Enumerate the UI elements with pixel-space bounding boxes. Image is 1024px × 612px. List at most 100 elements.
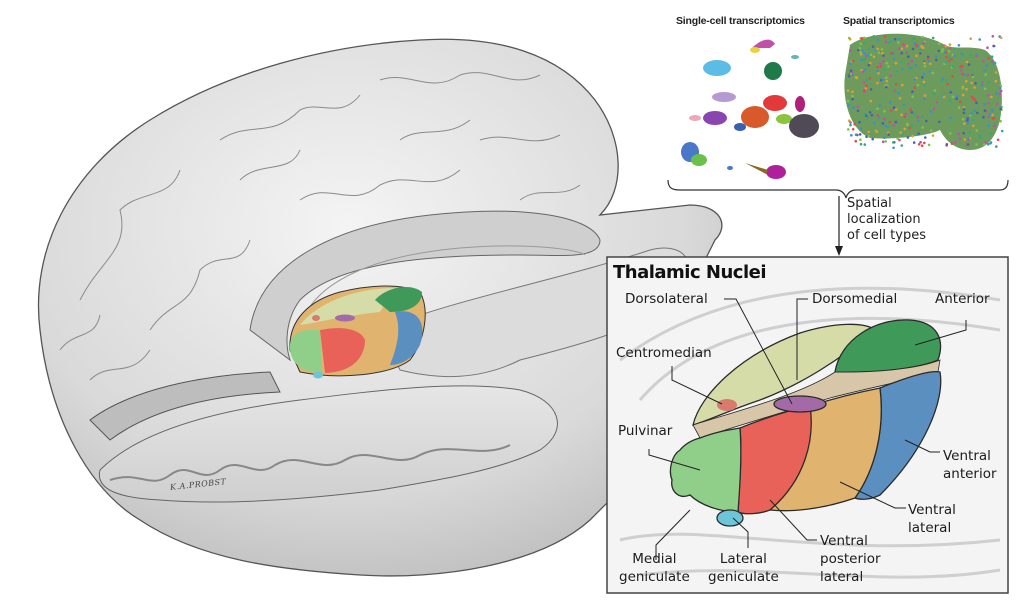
spatial-cell-dot (847, 75, 851, 78)
spatial-cell-dot (863, 57, 867, 61)
spatial-cell-dot (944, 51, 948, 54)
spatial-cell-dot (924, 136, 927, 139)
spatial-cell-dot (974, 82, 977, 85)
thalamus-large (669, 319, 942, 527)
spatial-cell-dot (885, 79, 889, 83)
spatial-cell-dot (921, 46, 925, 49)
bracket (667, 179, 1009, 199)
spatial-cell-dot (949, 116, 952, 120)
spatial-cell-dot (895, 69, 899, 73)
spatial-cell-dot (857, 48, 860, 52)
spatial-cell-dot (851, 94, 854, 98)
spatial-cell-dot (847, 104, 850, 107)
spatial-cell-dot (879, 62, 882, 65)
spatial-cell-dot (889, 74, 893, 77)
spatial-cell-dot (890, 39, 893, 43)
spatial-cell-dot (892, 124, 896, 127)
spatial-cell-dot (946, 82, 949, 86)
label-line: Ventral (908, 502, 956, 518)
spatial-cell-dot (855, 76, 859, 80)
spatial-cell-dot (990, 55, 994, 58)
spatial-cell-dot (876, 69, 879, 73)
spatial-cell-dot (849, 121, 852, 124)
spatial-cell-dot (900, 47, 904, 51)
spatial-cell-dot (898, 97, 902, 100)
spatial-cell-dot (950, 58, 953, 61)
spatial-cell-dot (883, 35, 887, 38)
spatial-cell-dot (990, 60, 994, 63)
spatial-cell-dot (862, 36, 866, 40)
spatial-cell-dot (957, 132, 960, 135)
spatial-cell-dot (987, 101, 990, 105)
spatial-cell-dot (933, 89, 937, 92)
spatial-cell-dot (999, 89, 1003, 93)
spatial-cell-dot (972, 124, 975, 128)
spatial-cell-dot (957, 106, 961, 109)
spatial-cell-dot (897, 47, 901, 50)
spatial-cell-dot (912, 141, 916, 144)
spatial-cell-dot (858, 47, 862, 50)
spatial-cell-dot (966, 119, 969, 122)
spatial-cell-dot (881, 78, 884, 81)
spatial-cell-dot (973, 109, 976, 113)
spatial-cell-dot (993, 124, 996, 128)
spatial-cell-dot (948, 99, 952, 102)
spatial-cell-dot (860, 37, 864, 40)
spatial-cell-dot (998, 86, 1002, 89)
spatial-cell-dot (908, 126, 912, 130)
spatial-cell-dot (983, 109, 987, 112)
spatial-cell-dot (897, 41, 900, 44)
label-line: Ventral (943, 448, 991, 464)
spatial-cell-dot (931, 134, 935, 137)
spatial-cell-dot (901, 133, 904, 136)
spatial-cell-dot (980, 84, 984, 87)
spatial-cell-dot (871, 137, 874, 141)
spatial-cell-dot (935, 58, 938, 62)
spatial-cell-dot (949, 91, 953, 94)
label-line: posterior (820, 551, 881, 567)
spatial-cell-dot (991, 62, 995, 65)
spatial-cell-dot (893, 38, 897, 41)
spatial-cell-dot (969, 131, 972, 134)
spatial-cell-dot (927, 143, 931, 147)
spatial-cell-dot (999, 107, 1002, 111)
spatial-cell-dot (894, 108, 898, 111)
spatial-cell-dot (922, 41, 925, 45)
label-line: anterior (943, 466, 997, 482)
spatial-cell-dot (961, 117, 965, 121)
spatial-cell-dot (878, 104, 881, 107)
spatial-cell-dot (858, 133, 862, 136)
spatial-cell-dot (859, 50, 862, 54)
spatial-cell-dot (991, 113, 994, 117)
spatial-cell-dot (882, 54, 885, 57)
spatial-cell-dot (917, 143, 921, 146)
spatial-cell-dot (987, 56, 990, 60)
spatial-cell-dot (892, 146, 895, 150)
spatial-cell-dot (900, 60, 903, 64)
spatial-cell-dot (953, 47, 957, 51)
spatial-cell-dot (916, 115, 920, 119)
spatial-cell-dot (887, 133, 890, 136)
spatial-cell-dot (913, 86, 917, 89)
spatial-cell-dot (961, 86, 964, 90)
spatial-cell-dot (866, 116, 869, 119)
spatial-cell-dot (907, 55, 910, 58)
spatial-cell-dot (877, 51, 881, 54)
spatial-cell-dot (888, 100, 892, 104)
spatial-cell-dot (863, 52, 866, 55)
spatial-cell-dot (951, 95, 955, 99)
spatial-cell-dot (911, 90, 914, 93)
spatial-cell-dot (987, 115, 990, 119)
spatial-cell-dot (941, 50, 944, 53)
arrow-head-icon (835, 246, 843, 256)
spatial-cell-dot (986, 46, 989, 49)
spatial-cell-dot (978, 134, 982, 137)
spatial-cell-dot (851, 90, 854, 93)
leader-lines (648, 298, 967, 560)
spatial-cell-dot (921, 126, 924, 129)
spatial-cell-dot (917, 119, 920, 123)
spatial-cell-dot (965, 60, 969, 64)
spatial-cell-dot (870, 113, 874, 117)
spatial-cell-dot (867, 134, 870, 138)
spatial-cell-dot (854, 133, 858, 136)
